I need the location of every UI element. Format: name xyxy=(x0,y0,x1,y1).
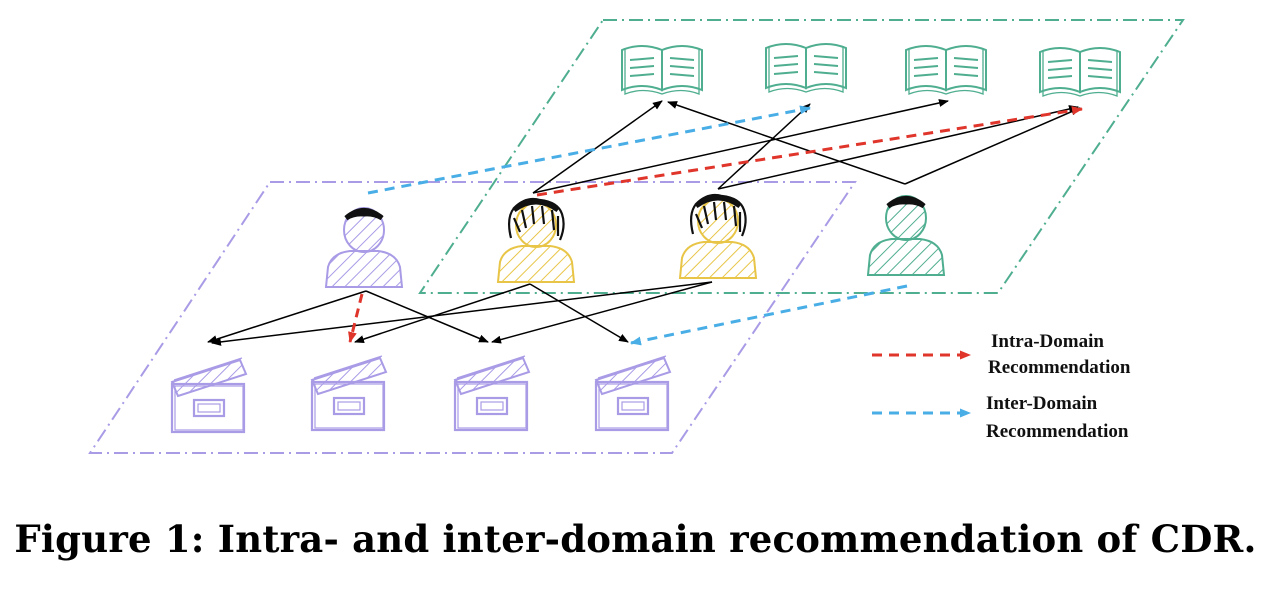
user-icon-book-only xyxy=(868,196,944,275)
book-icon-4 xyxy=(1039,47,1121,97)
movie-icon-2 xyxy=(310,354,388,432)
legend-intra-label-2: Recommendation xyxy=(988,357,1131,378)
movie-domain-plane xyxy=(88,181,857,454)
edge-u2-b3 xyxy=(532,99,949,194)
intra-domain-movie-arrow xyxy=(348,293,364,343)
movie-icon-3 xyxy=(453,354,531,432)
legend-inter-label-2: Recommendation xyxy=(986,421,1129,442)
user-movie-edges xyxy=(207,281,713,346)
edge-u2-b1 xyxy=(532,100,663,194)
book-domain-plane xyxy=(418,19,1185,294)
edge-u3-b2 xyxy=(717,103,811,190)
inter-domain-to-book-arrow xyxy=(367,105,811,195)
edge-u3-m1 xyxy=(211,281,713,346)
edge-u3-b4 xyxy=(717,105,1079,190)
inter-domain-to-movie-arrow xyxy=(630,284,908,346)
edge-u2-m4 xyxy=(529,283,629,343)
movie-icon-4 xyxy=(594,354,672,432)
user-book-edges xyxy=(532,99,1081,194)
user-icon-overlap-2 xyxy=(680,195,756,278)
edge-u4-b4 xyxy=(904,107,1081,185)
figure-caption: Figure 1: Intra- and inter-domain recomm… xyxy=(14,517,1257,561)
user-icon-overlap-1 xyxy=(498,199,574,282)
movie-icon-1 xyxy=(170,356,248,434)
book-icon-3 xyxy=(905,45,987,95)
legend-intra-label-1: Intra-Domain xyxy=(991,331,1104,352)
edge-u3-m3 xyxy=(491,281,713,344)
intra-domain-book-arrow xyxy=(536,106,1083,197)
edge-u1-m1 xyxy=(207,290,367,344)
edge-u4-b1 xyxy=(667,101,906,185)
legend-inter-label-1: Inter-Domain xyxy=(986,393,1098,414)
edge-u2-m2 xyxy=(354,283,531,343)
user-icon-movie-only xyxy=(326,208,402,287)
book-icon-2 xyxy=(765,43,847,93)
legend: Intra-Domain Recommendation Inter-Domain… xyxy=(872,331,1131,442)
cdr-diagram: Intra-Domain Recommendation Inter-Domain… xyxy=(88,19,1185,454)
book-icon-1 xyxy=(621,45,703,95)
